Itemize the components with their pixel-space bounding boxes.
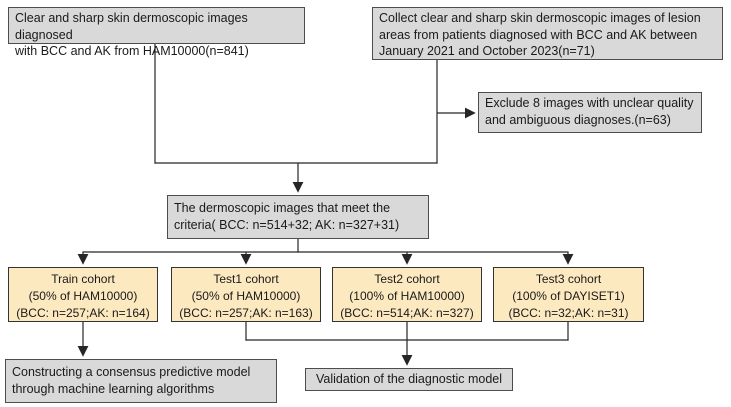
node-text-line: Test1 cohort: [213, 272, 279, 286]
node-collect-source: Collect clear and sharp skin dermoscopic…: [372, 7, 723, 60]
node-text-line: Test2 cohort: [374, 272, 440, 286]
node-text-line: (50% of HAM10000): [28, 289, 138, 303]
node-test2-cohort: Test2 cohort (100% of HAM10000) (BCC: n=…: [332, 267, 482, 322]
node-train-cohort: Train cohort (50% of HAM10000) (BCC: n=2…: [8, 267, 158, 322]
node-text-line: (100% of HAM10000): [349, 289, 465, 303]
node-text-line: Exclude 8 images with unclear quality: [485, 96, 694, 110]
node-text-line: (100% of DAYISET1): [512, 289, 625, 303]
node-text-line: and ambiguous diagnoses.(n=63): [485, 112, 671, 127]
node-text-line: Train cohort: [51, 272, 115, 286]
node-text-line: January 2021 and October 2023(n=71): [379, 44, 595, 58]
node-ham-source: Clear and sharp skin dermoscopic images …: [8, 7, 305, 58]
node-text-line: through machine learning algorithms: [12, 381, 215, 396]
node-text-line: Collect clear and sharp skin dermoscopic…: [379, 11, 701, 25]
node-text-line: (50% of HAM10000): [191, 289, 301, 303]
node-criteria: The dermoscopic images that meet the cri…: [167, 195, 429, 239]
node-text-line: Clear and sharp skin dermoscopic images …: [15, 11, 248, 42]
node-text-line: Test3 cohort: [535, 272, 602, 286]
node-validation: Validation of the diagnostic model: [305, 368, 513, 391]
node-construct-model: Constructing a consensus predictive mode…: [5, 359, 277, 403]
node-text-line: (BCC: n=257;AK: n=163): [179, 306, 313, 320]
node-text-line: (BCC: n=514;AK: n=327): [340, 306, 474, 320]
node-text-line: areas from patients diagnosed with BCC a…: [379, 27, 698, 42]
node-text-line: (BCC: n=32;AK: n=31): [508, 306, 629, 320]
node-test1-cohort: Test1 cohort (50% of HAM10000) (BCC: n=2…: [171, 267, 321, 322]
node-text-line: with BCC and AK from HAM10000(n=841): [15, 44, 249, 58]
node-text-line: Constructing a consensus predictive mode…: [12, 365, 251, 379]
node-text-line: The dermoscopic images that meet the: [174, 201, 391, 215]
node-text-line: (BCC: n=257;AK: n=164): [16, 306, 150, 320]
node-text-line: criteria( BCC: n=514+32; AK: n=327+31): [174, 217, 400, 232]
node-exclude: Exclude 8 images with unclear quality an…: [478, 92, 702, 133]
node-test3-cohort: Test3 cohort (100% of DAYISET1) (BCC: n=…: [493, 267, 644, 322]
node-text-line: Validation of the diagnostic model: [316, 372, 502, 387]
